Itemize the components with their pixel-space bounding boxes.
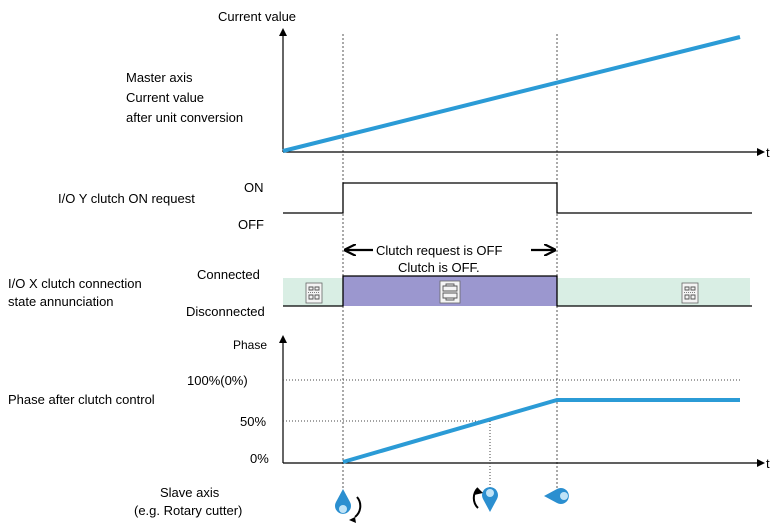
x-clutch-label-1: I/O X clutch connection — [8, 276, 142, 291]
phase-tick-100: 100%(0%) — [187, 373, 248, 388]
rotary-cutter-icon-end — [544, 488, 569, 504]
phase-tick-0: 0% — [250, 451, 269, 466]
master-axis-line-3: after unit conversion — [126, 110, 243, 125]
slave-label-2: (e.g. Rotary cutter) — [134, 503, 242, 518]
clutch-disconnected-icon-right — [681, 282, 699, 304]
phase-y-axis-label: Phase — [233, 338, 267, 352]
annotation-line-2: Clutch is OFF. — [398, 260, 480, 275]
y-clutch-signal — [283, 182, 752, 214]
master-axis-line-2: Current value — [126, 90, 204, 105]
top-y-axis-label: Current value — [218, 9, 296, 24]
x-clutch-signal — [283, 275, 752, 307]
x-clutch-label-2: state annunciation — [8, 294, 114, 309]
master-axis-line-1: Master axis — [126, 70, 193, 85]
clutch-disconnected-icon — [305, 282, 323, 304]
y-clutch-label: I/O Y clutch ON request — [58, 191, 195, 206]
phase-line — [342, 398, 740, 464]
y-clutch-on-label: ON — [244, 180, 264, 195]
disconnected-band-right — [557, 278, 750, 306]
master-current-value-line — [282, 35, 741, 153]
clutch-connected-icon — [439, 280, 461, 304]
rotary-cutter-icon-mid — [472, 487, 498, 512]
rotary-cutter-icon-start — [335, 489, 362, 523]
phase-label: Phase after clutch control — [8, 392, 155, 407]
top-t-label: t — [766, 145, 770, 160]
phase-t-label: t — [766, 456, 770, 471]
disconnected-label: Disconnected — [186, 304, 265, 319]
phase-tick-50: 50% — [240, 414, 266, 429]
y-clutch-off-label: OFF — [238, 217, 264, 232]
connected-label: Connected — [197, 267, 260, 282]
slave-label-1: Slave axis — [160, 485, 220, 500]
annotation-line-1: Clutch request is OFF — [376, 243, 502, 258]
